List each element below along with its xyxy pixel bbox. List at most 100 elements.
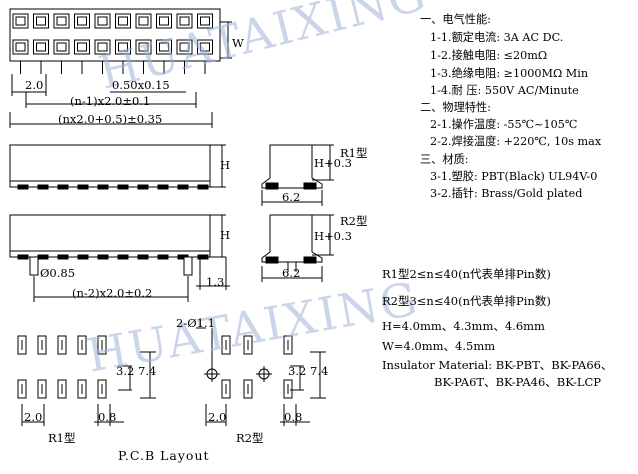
r1-leg [137,184,149,190]
bottom-pad [135,39,152,55]
bottom-pad-inner [97,42,108,52]
bottom-pad [53,39,70,55]
top-view [9,8,232,128]
spec-contact-resistance: 1-2.接触电阻: ≤20mΩ [430,49,548,62]
top-pad-inner [56,16,67,26]
r2-side-body [261,214,323,263]
spec-withstand-voltage: 1-4.耐 压: 550V AC/Minute [430,84,579,97]
bottom-pad [33,39,49,55]
r2-leg [137,254,149,260]
spec-insulation-resistance: 1-3.绝缘电阻: ≥1000MΩ Min [430,67,589,80]
pcb-pad [17,335,27,355]
label-r2: R2型 [340,214,368,228]
top-pad-row [12,13,213,29]
dim-offset: 1.3 [206,275,225,289]
top-pad [156,13,172,29]
r2-leg [197,254,209,260]
r2-body [9,214,211,252]
top-view-outline [9,8,221,62]
top-pad-inner [77,16,87,26]
pcb-r2 [196,327,326,426]
r1-base [9,180,211,188]
bottom-pad-inner [179,42,190,52]
dim-overall-length: (nx2.0+0.5)±0.35 [58,112,163,126]
top-pad [33,13,49,29]
r2-legs [17,254,209,260]
top-pad [176,13,193,29]
pcb-layout-title: P.C.B Layout [118,448,210,463]
bottom-pad-inner [159,42,169,52]
dim-n-minus-2: (n-2)x2.0±0.2 [72,286,153,300]
dim-pin-size: 0.50x0.15 [112,78,170,92]
bottom-pad-inner [118,42,128,52]
top-pad [197,13,213,29]
dim-pcb-32-r1: 3.2 [116,364,135,378]
pcb-pad [243,335,253,355]
spec-pins: 3-2.插针: Brass/Gold plated [430,187,583,200]
pcb-pad [283,335,293,355]
r1-leg [197,184,209,190]
dim-pcb-32-r2: 3.2 [288,364,307,378]
bottom-pad-inner [36,42,46,52]
pcb-pad [37,335,47,355]
r2-leg [157,254,169,260]
bottom-pad [197,39,213,55]
pcb-pad [37,379,47,399]
label-r2-pcb: R2型 [236,431,264,445]
bottom-pad-inner [200,42,210,52]
top-pad [115,13,131,29]
dim-w: W [232,36,244,50]
note-h-values: H=4.0mm、4.3mm、4.6mm [382,319,545,333]
bottom-pad [94,39,111,55]
top-pad-inner [15,16,26,26]
pcb-pad [77,379,87,399]
bottom-pad [115,39,131,55]
dim-pitch: 2.0 [25,78,44,92]
r1-leg [77,184,89,190]
r1-side-view [261,144,334,206]
top-pad [53,13,70,29]
bottom-pad [12,39,29,55]
top-pad-inner [159,16,169,26]
r1-leg [57,184,69,190]
r1-leg [117,184,129,190]
r2-side-view [261,214,334,282]
r1-front-view [9,144,226,190]
bottom-pad-inner [56,42,67,52]
r1-leg [157,184,169,190]
dim-hole: 2-Ø1.1 [176,316,215,330]
pcb-pad [57,379,67,399]
pcb-pad [243,379,253,399]
spec-plastic: 3-1.塑胶: PBT(Black) UL94V-0 [430,170,598,183]
pcb-pad [57,335,67,355]
top-pad [12,13,29,29]
r2-leg [57,254,69,260]
spec-rated-current: 1-1.额定电流: 3A AC DC. [430,31,564,44]
top-pin-legs [20,61,206,74]
pcb-pad [97,379,107,399]
top-pad-inner [97,16,108,26]
bottom-pad-inner [77,42,87,52]
label-r1: R1型 [340,146,368,160]
pcb-pad [97,335,107,355]
r2-front-view [9,214,230,302]
note-insulator-line2: BK-PA6T、BK-PA46、BK-LCP [434,375,602,389]
note-r2-range: R2型3≤n≤40(n代表单排Pin数) [382,294,551,308]
top-pad [135,13,152,29]
note-w-values: W=4.0mm、4.5mm [382,339,496,353]
spec-section-electrical: 一、电气性能: [420,13,491,26]
r1-leg [37,184,49,190]
dim-pin-diameter: Ø0.85 [40,266,76,280]
dim-pcb-pitch-r1: 2.0 [24,410,43,424]
note-insulator-line1: Insulator Material: BK-PBT、BK-PA66、 [382,358,613,372]
top-pad-inner [138,16,149,26]
spec-operating-temp: 2-1.操作温度: -55℃~105℃ [430,118,578,131]
dim-h-r1: H [220,158,231,172]
r2-leg [37,254,49,260]
bottom-pad [156,39,172,55]
dim-n-minus-1: (n-1)x2.0±0.1 [70,94,151,108]
r2-leg [97,254,109,260]
dim-pcb-08-r2: 0.8 [284,410,303,424]
spec-section-material: 三、材质: [420,153,469,166]
